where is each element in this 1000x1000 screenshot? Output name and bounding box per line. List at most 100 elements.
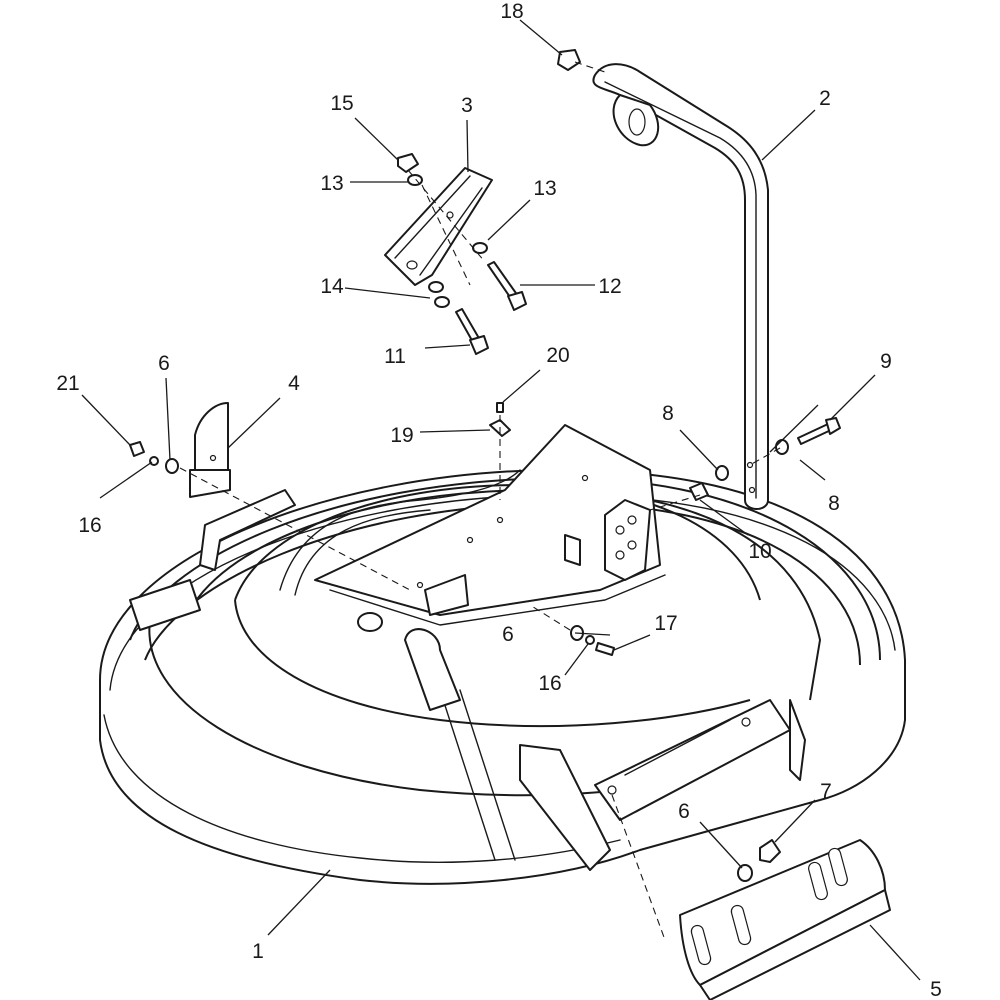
callout-12: 12 xyxy=(598,275,621,298)
washer xyxy=(434,296,450,308)
assembly-line xyxy=(179,467,411,591)
leader-line xyxy=(564,643,589,676)
leader-line xyxy=(699,499,749,536)
callout-15: 15 xyxy=(330,92,353,115)
rail-bracket-left xyxy=(129,579,201,631)
callout-6-middle: 6 xyxy=(502,623,514,646)
leader-lines xyxy=(81,19,921,981)
skid-slot xyxy=(730,904,752,946)
handle-tube-highlight xyxy=(604,81,757,499)
lifting-eye-hole xyxy=(628,108,646,136)
assembly-line xyxy=(611,794,666,941)
callout-7: 7 xyxy=(820,780,832,803)
throttle-bracket xyxy=(384,167,493,286)
callout-labels: 1 2 3 4 5 6 6 6 7 8 8 9 10 11 12 13 13 1… xyxy=(56,0,942,1000)
leader-line xyxy=(487,199,531,241)
callout-3: 3 xyxy=(461,94,473,117)
mount-bracket-front xyxy=(404,628,461,711)
leader-line xyxy=(829,374,876,421)
plate-hole xyxy=(416,581,424,589)
cable-loop xyxy=(279,469,521,591)
leader-line xyxy=(424,344,471,349)
leader-line xyxy=(519,19,563,56)
leader-line xyxy=(466,119,469,173)
hex-nut xyxy=(129,441,145,457)
callout-8-upper: 8 xyxy=(662,402,674,425)
assembly-line xyxy=(529,604,571,631)
tube-end xyxy=(357,612,383,632)
leader-line xyxy=(679,429,719,471)
mount-hole xyxy=(607,785,617,795)
pivot-hole xyxy=(627,540,637,550)
assembly-line xyxy=(749,447,781,466)
front-handle-bar xyxy=(624,719,731,776)
callout-6-lower: 6 xyxy=(678,800,690,823)
callout-16-left: 16 xyxy=(78,514,101,537)
plate-hole xyxy=(581,474,589,482)
plate-hole xyxy=(466,536,474,544)
washer xyxy=(472,242,488,254)
lift-handle-left xyxy=(199,489,296,571)
callout-5: 5 xyxy=(930,978,942,1000)
callout-14: 14 xyxy=(320,275,344,298)
leader-line xyxy=(799,459,826,481)
callout-18: 18 xyxy=(500,0,523,23)
assembly-line xyxy=(407,169,486,263)
shield-plate-foot xyxy=(189,469,231,498)
skid-slot xyxy=(690,924,712,966)
leader-line xyxy=(502,369,541,403)
leader-line xyxy=(699,821,743,869)
base-pan-lip xyxy=(103,714,621,864)
lock-washer xyxy=(585,635,595,645)
leader-line xyxy=(419,429,491,433)
leader-line xyxy=(354,117,399,161)
leader-line xyxy=(613,634,651,651)
cap-screw xyxy=(595,642,615,656)
leader-line xyxy=(81,394,131,446)
assembly-line xyxy=(574,61,606,73)
handle-bolt-head xyxy=(825,417,841,435)
handle-hole xyxy=(748,486,756,494)
base-pan xyxy=(99,469,906,885)
callout-6-left: 6 xyxy=(158,352,170,375)
leader-line xyxy=(761,109,816,161)
leader-line xyxy=(227,397,281,449)
hex-nut xyxy=(689,482,709,501)
leader-line xyxy=(774,799,816,843)
pivot-hole xyxy=(627,515,637,525)
washer xyxy=(428,281,444,293)
plate-hole xyxy=(496,516,504,524)
shield-plate xyxy=(189,402,231,498)
callout-21: 21 xyxy=(56,372,79,395)
operator-handle xyxy=(592,63,769,510)
callout-20: 20 xyxy=(546,344,569,367)
mount-flange xyxy=(424,574,469,616)
callout-2: 2 xyxy=(819,87,831,110)
handle-pivot-bracket xyxy=(604,499,651,581)
bracket-channel-edge xyxy=(394,175,471,259)
inner-guard-rail-lower xyxy=(234,599,751,728)
front-mount-plate xyxy=(594,699,791,821)
callout-4: 4 xyxy=(288,372,300,395)
leader-line xyxy=(869,924,921,981)
leader-line xyxy=(99,461,153,499)
assembly-line xyxy=(649,494,701,511)
small-screw xyxy=(496,402,504,413)
washer xyxy=(775,439,789,455)
skid-plate-lip xyxy=(699,889,891,1000)
skid-slot xyxy=(828,847,848,887)
handle-hole xyxy=(746,461,754,469)
front-lift-handle xyxy=(519,744,611,871)
leader-line xyxy=(574,632,611,636)
skid-slot xyxy=(808,861,828,901)
bracket-channel-edge xyxy=(419,187,483,276)
bolt-head xyxy=(469,335,489,355)
mount-hole xyxy=(741,717,751,727)
assembly-line xyxy=(421,184,471,286)
guard-strut xyxy=(459,689,516,861)
guard-strut xyxy=(439,689,496,861)
side-tab xyxy=(564,534,581,566)
engine-mount-plate xyxy=(279,424,666,711)
bolt-head xyxy=(507,291,527,311)
flat-washer xyxy=(737,864,753,882)
